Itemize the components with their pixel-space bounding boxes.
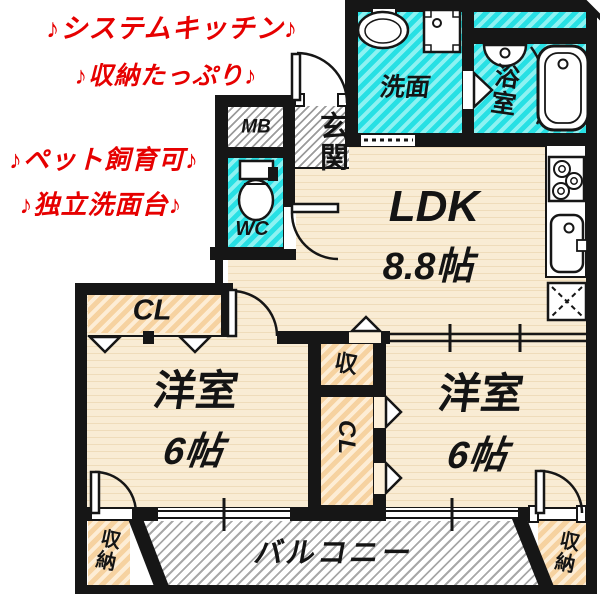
closet-left-area [88,295,223,333]
closet-center-doors [374,393,403,497]
wc-label: WC [235,218,269,240]
washroom-label: 洗面 [378,73,433,102]
entrance-label: 玄関 [315,111,348,173]
toilet-icon [237,159,278,222]
balcony-area [138,521,551,592]
ldk-label: LDK [388,182,480,231]
window-right [386,498,518,531]
closet-center-label: CL [333,420,360,456]
sliding-partition [386,324,590,352]
bedroom-right-label: 洋室 [435,370,527,417]
entrance-door [290,51,349,107]
wall-mb-bottom [222,147,284,158]
bedroom-right-size-label: 6帖 [444,435,510,477]
entrance-area [294,97,349,169]
wall-cl-top [75,283,233,295]
storage-upper-door [348,315,384,343]
bedroom-left-door [226,288,279,338]
closet-left-label: CL [132,294,172,327]
closet-center-area [321,397,373,507]
bedroom-left-label: 洋室 [150,367,242,414]
sink-icon [356,7,410,50]
wall-column-west [308,331,321,517]
wall-right [586,0,597,594]
feature-line-1: ♪システムキッチン♪ [45,13,299,44]
corner-chamfer [579,0,600,21]
refrigerator-space-icon [546,281,588,322]
feature-line-4: ♪独立洗面台♪ [19,189,183,220]
bathtub-icon [536,44,590,132]
wall-west-outer [75,283,87,594]
wall-bath-inner-top [468,28,586,44]
bedroom-left-size-label: 6帖 [160,431,226,473]
wall-wc-bottom [210,247,296,260]
window-left [158,498,290,531]
wall-mb-west [215,95,228,260]
wc-door [284,202,340,261]
kitchen-sink-icon [549,213,588,274]
closet-left-doors [86,335,221,354]
mb-label: MB [241,116,271,138]
stove-icon [547,155,586,203]
storage-upper-area [321,343,373,387]
wall-column-mid [318,385,378,397]
bedroom-right-door [528,469,587,523]
balcony-label: バルコニー [251,537,417,570]
storage-left-door [89,470,138,519]
wall-balcony-bottom [78,585,595,594]
wall-hall-west [215,250,223,295]
wall-washroom-west [345,0,358,147]
wall-mb-top [215,95,285,107]
balcony-slant-walls [128,519,557,594]
storage-upper-label: 収 [332,348,360,379]
feature-line-2: ♪収納たっぷり♪ [74,62,258,90]
washing-machine-icon [422,8,462,54]
wall-cl-track-mid [143,331,154,344]
bath-faucet-icon [482,43,528,68]
bathroom-label: 浴室 [485,61,522,119]
washroom-threshold [361,135,415,146]
feature-line-3: ♪ペット飼育可♪ [8,144,200,175]
meter-box-area [227,106,285,149]
storage-left-area [88,519,130,589]
ldk-size-label: 8.8帖 [382,246,474,288]
